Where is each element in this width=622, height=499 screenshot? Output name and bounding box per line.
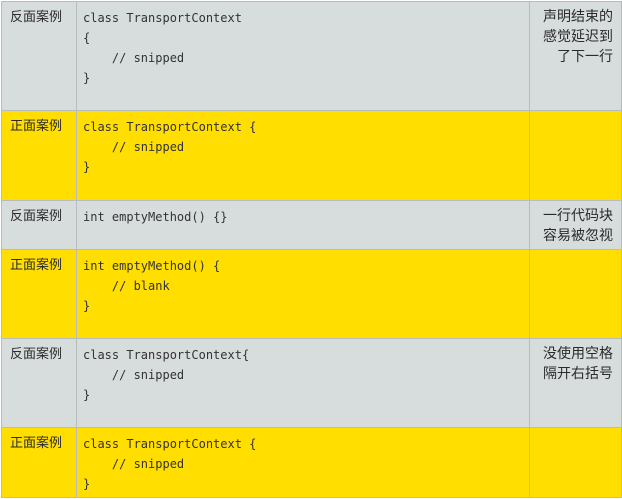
note-line: 容易被忽视 [543,228,613,244]
example-label: 反面案例 [1,200,77,250]
code-snippet: class TransportContext { // snipped} [76,1,530,111]
example-note: 声明结束的感觉延迟到了下一行 [529,1,622,111]
code-line: } [83,160,91,174]
example-label: 反面案例 [1,1,77,111]
code-snippet: class TransportContext{ // snipped} [76,338,530,428]
negative-example-row: 反面案例 int emptyMethod() {} 一行代码块容易被忽视 [1,200,622,250]
example-note [529,427,622,498]
note-line: 隔开右括号 [543,366,613,382]
code-line: } [83,299,91,313]
example-note: 没使用空格隔开右括号 [529,338,622,428]
example-label: 正面案例 [1,427,77,498]
code-line: // snipped [83,51,185,65]
code-snippet: class TransportContext { // snipped} [76,110,530,201]
example-note: 一行代码块容易被忽视 [529,200,622,250]
note-line: 了下一行 [557,49,613,65]
note-line: 一行代码块 [543,208,613,224]
code-line: class TransportContext{ [83,348,250,362]
example-note [529,110,622,201]
example-note [529,249,622,339]
note-line: 声明结束的 [543,9,613,25]
code-line: // blank [83,279,170,293]
note-line: 感觉延迟到 [543,29,613,45]
note-line: 没使用空格 [543,346,613,362]
code-line: } [83,388,91,402]
code-snippet: class TransportContext { // snipped} [76,427,530,498]
code-snippet: int emptyMethod() {} [76,200,530,250]
code-line: class TransportContext [83,11,242,25]
code-line: int emptyMethod() {} [83,210,228,224]
example-label: 反面案例 [1,338,77,428]
code-line: { [83,31,91,45]
example-label: 正面案例 [1,249,77,339]
code-line: int emptyMethod() { [83,259,221,273]
code-line: } [83,477,91,491]
code-line: // snipped [83,140,185,154]
code-snippet: int emptyMethod() { // blank} [76,249,530,339]
code-line: // snipped [83,457,185,471]
code-line: } [83,71,91,85]
example-label: 正面案例 [1,110,77,201]
code-line: class TransportContext { [83,120,257,134]
code-line: // snipped [83,368,185,382]
code-line: class TransportContext { [83,437,257,451]
negative-example-row: 反面案例 class TransportContext { // snipped} 声… [1,1,622,111]
